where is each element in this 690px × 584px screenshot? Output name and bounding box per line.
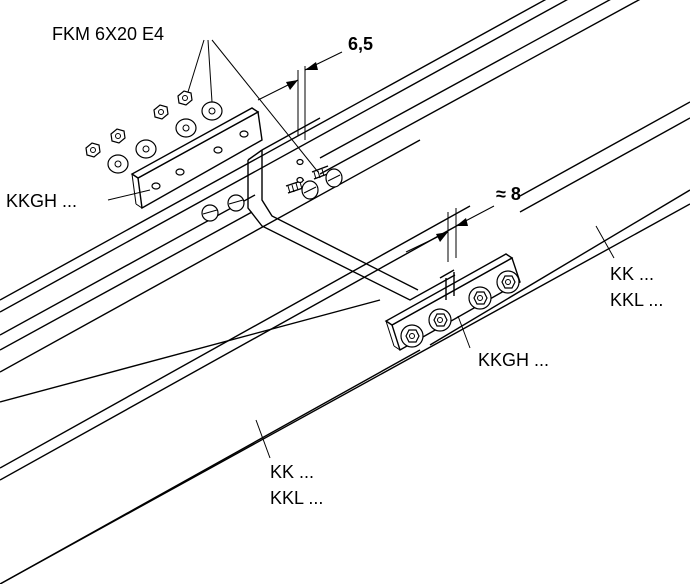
channel-front-label-1: KK ... [270, 462, 314, 482]
right-connector-plate [384, 253, 521, 352]
connector-left-label: KKGH ... [6, 191, 77, 211]
channel-right-label-1: KK ... [610, 264, 654, 284]
dimension-arrow-icon [286, 80, 298, 90]
slotted-screw-icon [227, 194, 245, 212]
nut-icon [153, 104, 169, 120]
leader-lines [107, 39, 615, 459]
nut-icon [85, 142, 101, 158]
bolt-icon [285, 179, 319, 200]
nut-washer-icon [468, 286, 492, 310]
dimension-arrow-icon [456, 218, 468, 226]
channel-side-wall [247, 117, 456, 301]
gap-6-5-label: 6,5 [348, 34, 373, 54]
bolt-icon [311, 165, 343, 188]
dimension-6-5 [257, 51, 343, 140]
nut-washer-icon [496, 270, 520, 294]
dimension-arrow-icon [305, 62, 318, 70]
dimension-arrow-icon [436, 232, 448, 242]
connector-right-label: KKGH ... [478, 350, 549, 370]
left-wall-screws [201, 194, 245, 222]
fastener-label: FKM 6X20 E4 [52, 24, 164, 44]
washer-icon [201, 101, 223, 121]
nut-icon [177, 90, 193, 106]
washer-icon [107, 154, 129, 174]
channel-right-label-2: KKL ... [610, 290, 663, 310]
slotted-screw-icon [201, 204, 219, 222]
loose-hardware [85, 90, 223, 174]
washer-icon [135, 139, 157, 159]
back-channel [0, 0, 641, 373]
nut-icon [110, 128, 126, 144]
channel-front-label-2: KKL ... [270, 488, 323, 508]
left-connector-plate [130, 107, 263, 210]
nut-washer-icon [400, 324, 424, 348]
front-channel [0, 101, 690, 584]
bolts [285, 158, 343, 200]
washer-icon [175, 118, 197, 138]
nut-washer-icon [428, 308, 452, 332]
dimension-approx-8 [405, 205, 495, 262]
gap-8-label: ≈ 8 [496, 184, 521, 204]
